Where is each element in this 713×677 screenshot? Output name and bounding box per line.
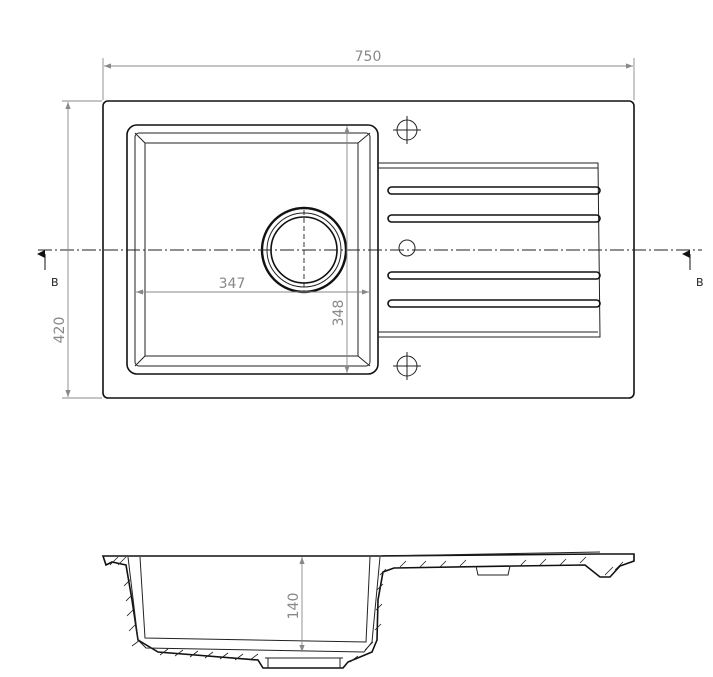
svg-text:B: B: [696, 276, 704, 289]
svg-text:B: B: [51, 276, 59, 289]
sink-outline: [102, 100, 635, 399]
drainer-groove: [387, 214, 601, 223]
section-view: 140: [101, 551, 635, 669]
section-marker-left: B: [37, 250, 59, 289]
depth-label: 420: [52, 317, 68, 344]
drainer-groove: [387, 299, 601, 308]
tap-hole-marks: [393, 116, 421, 380]
width-label: 750: [355, 49, 382, 65]
dimension-750: 750: [102, 49, 635, 100]
bowl-depth-label: 140: [286, 593, 302, 620]
bowl-width-label: 347: [219, 276, 246, 292]
section-hatching: [109, 556, 624, 663]
drainer-groove: [387, 271, 601, 280]
drainer-groove: [387, 186, 601, 195]
dimension-347: 347: [136, 276, 369, 295]
dimension-420: 420: [52, 100, 102, 399]
overflow-hole: [398, 239, 416, 257]
dimension-140: 140: [286, 557, 305, 652]
sink-section-outline: [101, 553, 635, 669]
dimension-348: 348: [331, 125, 350, 373]
section-marker-right: B: [682, 250, 704, 289]
top-view: 750 420 347 348 B B: [37, 49, 704, 399]
bowl: [126, 124, 379, 375]
bowl-length-label: 348: [331, 300, 347, 327]
